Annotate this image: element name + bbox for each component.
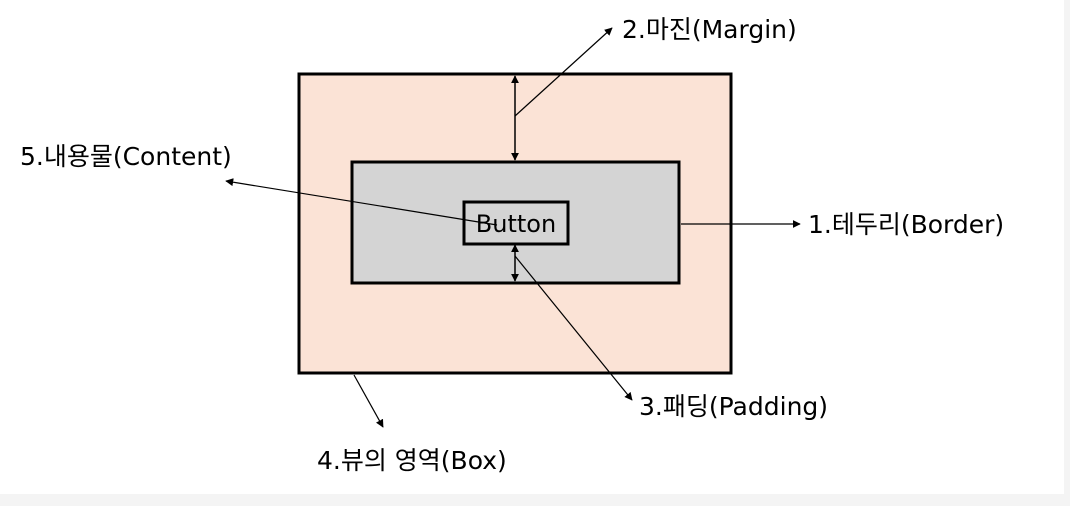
- label-padding: 3.패딩(Padding): [639, 392, 828, 421]
- margin-pointer-arrow: [514, 27, 613, 117]
- label-content: 5.내용물(Content): [20, 142, 232, 171]
- content-pointer-arrow: [225, 178, 498, 226]
- label-margin: 2.마진(Margin): [622, 15, 797, 44]
- label-border: 1.테두리(Border): [808, 210, 1004, 239]
- box-pointer-arrow: [353, 374, 384, 428]
- padding-pointer-arrow: [514, 255, 633, 401]
- diagram-canvas: Button 2.마진(Margin) 5.내용물(Content) 1.테두리…: [0, 0, 1064, 494]
- label-box: 4.뷰의 영역(Box): [317, 446, 507, 475]
